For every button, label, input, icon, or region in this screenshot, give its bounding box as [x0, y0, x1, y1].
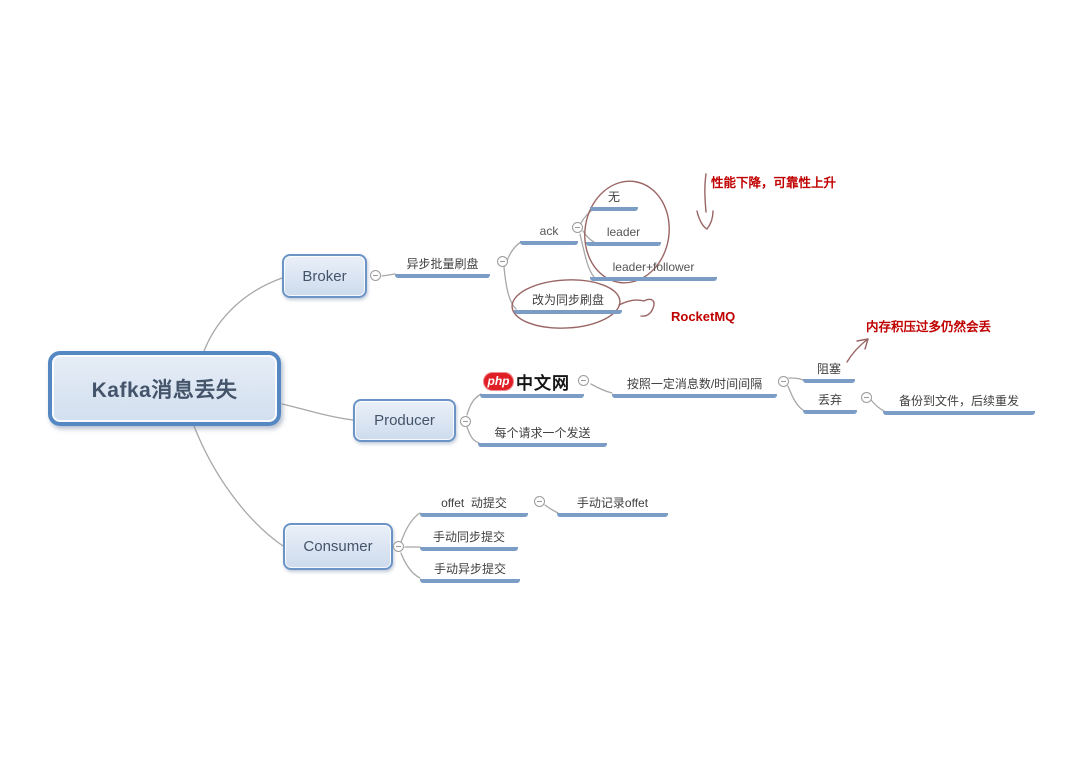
sketch-arrow-rocketmq: [618, 298, 655, 317]
node-async-batch-flush[interactable]: 异步批量刷盘: [395, 257, 490, 278]
node-backup-resend[interactable]: 备份到文件，后续重发: [883, 394, 1035, 415]
collapse-icon-watermarked-node[interactable]: [578, 375, 589, 386]
collapse-icon-offset-auto[interactable]: [534, 496, 545, 507]
annotation-rocketmq: RocketMQ: [671, 309, 736, 324]
node-manual-sync-commit[interactable]: 手动同步提交: [420, 530, 518, 551]
node-watermarked-label[interactable]: [480, 377, 584, 398]
php-logo-icon: php: [483, 372, 514, 391]
node-ack-leader[interactable]: leader: [586, 225, 661, 246]
node-ack[interactable]: ack: [520, 224, 578, 245]
node-discard[interactable]: 丢弃: [803, 393, 857, 414]
collapse-icon-batch-interval[interactable]: [778, 376, 789, 387]
collapse-icon-ack[interactable]: [572, 222, 583, 233]
node-ack-none[interactable]: 无: [590, 190, 638, 211]
topic-producer[interactable]: Producer: [353, 399, 456, 442]
node-batch-interval[interactable]: 按照一定消息数/时间间隔: [612, 377, 777, 398]
root-node[interactable]: Kafka消息丢失: [48, 351, 281, 426]
node-manual-record-offset[interactable]: 手动记录offet: [557, 496, 668, 517]
watermark: php 中文网: [483, 369, 570, 394]
annotation-performance: 性能下降，可靠性上升: [711, 176, 837, 190]
topic-consumer[interactable]: Consumer: [283, 523, 393, 570]
node-block[interactable]: 阻塞: [803, 362, 855, 383]
sketch-annotations: [511, 173, 869, 363]
node-offset-auto-commit[interactable]: offet 动提交: [420, 496, 528, 517]
collapse-icon-async-flush[interactable]: [497, 256, 508, 267]
branch-connectors: [193, 208, 885, 579]
collapse-icon-consumer[interactable]: [393, 541, 404, 552]
node-sync-flush[interactable]: 改为同步刷盘: [514, 293, 622, 314]
collapse-icon-discard[interactable]: [861, 392, 872, 403]
node-ack-leader-follower[interactable]: leader+follower: [590, 260, 717, 281]
sketch-ellipse-sync-flush: [511, 279, 621, 329]
node-manual-async-commit[interactable]: 手动异步提交: [420, 562, 520, 583]
sketch-arrow-memory: [846, 338, 869, 363]
collapse-icon-producer[interactable]: [460, 416, 471, 427]
topic-broker[interactable]: Broker: [282, 254, 367, 298]
watermark-site-text: 中文网: [516, 374, 570, 393]
sketch-ellipse-ack-options: [584, 180, 670, 284]
node-per-request-send[interactable]: 每个请求一个发送: [478, 426, 607, 447]
sketch-arrow-performance: [696, 173, 714, 230]
annotation-memory: 内存积压过多仍然会丢: [866, 320, 992, 334]
collapse-icon-broker[interactable]: [370, 270, 381, 281]
